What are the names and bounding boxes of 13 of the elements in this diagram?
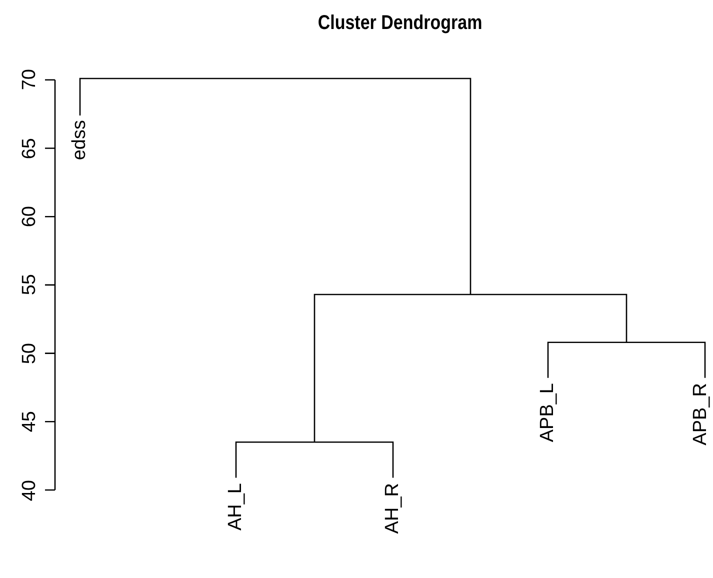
axis-tick-label: 55 (20, 274, 40, 296)
axis-tick-label: 50 (20, 342, 40, 364)
leaf-label: edss (70, 120, 90, 161)
leaf-label: AH_R (383, 482, 403, 534)
leaf-label: AH_L (226, 482, 246, 530)
axis-tick-label: 70 (20, 69, 40, 91)
chart-title: Cluster Dendrogram (318, 12, 482, 34)
axis-tick-label: 45 (20, 411, 40, 432)
axis-tick-label: 40 (20, 480, 40, 501)
leaf-label: APB_R (691, 382, 711, 446)
axis-tick-label: 60 (20, 206, 40, 228)
axis-tick-label: 65 (20, 138, 40, 159)
leaf-label: APB_L (538, 382, 558, 442)
